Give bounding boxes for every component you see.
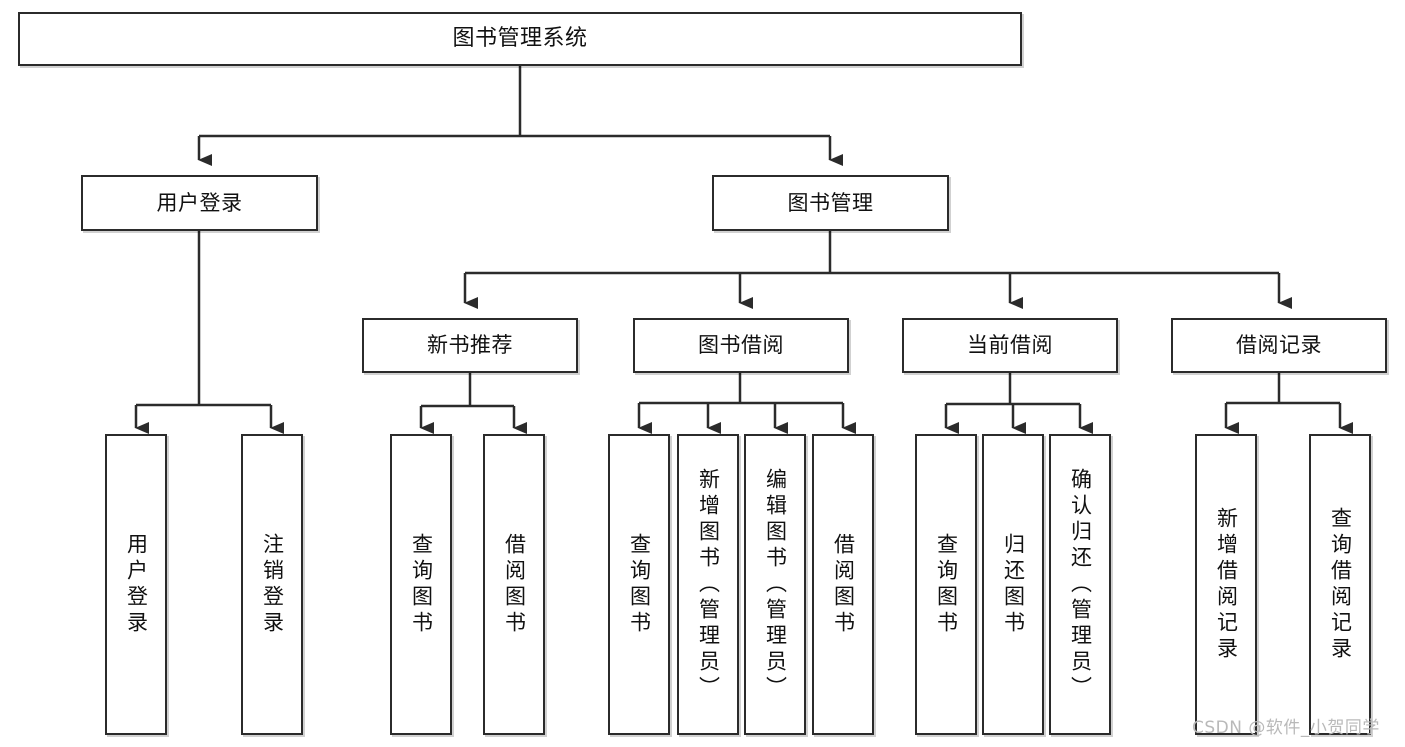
leaf-current-query-book[interactable]: 查询图书 [915, 434, 977, 735]
node-label: 查询图书 [409, 532, 434, 637]
node-label: 用户登录 [124, 532, 149, 637]
leaf-record-query-record[interactable]: 查询借阅记录 [1309, 434, 1371, 735]
node-label: 确认归还（管理员） [1068, 467, 1093, 702]
leaf-user-login-login[interactable]: 用户登录 [105, 434, 167, 735]
node-label: 新增借阅记录 [1214, 506, 1239, 663]
node-label: 图书借阅 [698, 333, 784, 358]
node-label: 查询图书 [934, 532, 959, 637]
node-label: 查询图书 [627, 532, 652, 637]
node-user-login[interactable]: 用户登录 [81, 175, 318, 231]
leaf-borrow-add-book-admin[interactable]: 新增图书（管理员） [677, 434, 739, 735]
leaf-current-return-book[interactable]: 归还图书 [982, 434, 1044, 735]
node-label: 用户登录 [156, 190, 243, 215]
node-book-management[interactable]: 图书管理 [712, 175, 949, 231]
leaf-borrow-borrow-book[interactable]: 借阅图书 [812, 434, 874, 735]
csdn-watermark: CSDN @软件_小贺同学 [1192, 718, 1380, 738]
node-borrow-record[interactable]: 借阅记录 [1171, 318, 1387, 373]
node-label: 借阅记录 [1236, 333, 1322, 358]
node-root-system[interactable]: 图书管理系统 [18, 12, 1022, 66]
node-label: 图书管理系统 [452, 26, 588, 52]
node-label: 借阅图书 [502, 532, 527, 637]
leaf-borrow-edit-book-admin[interactable]: 编辑图书（管理员） [744, 434, 806, 735]
node-label: 当前借阅 [967, 333, 1053, 358]
node-label: 编辑图书（管理员） [763, 467, 788, 702]
leaf-record-add-record[interactable]: 新增借阅记录 [1195, 434, 1257, 735]
leaf-recommend-query-book[interactable]: 查询图书 [390, 434, 452, 735]
node-label: 查询借阅记录 [1328, 506, 1353, 663]
node-label: 新书推荐 [427, 333, 513, 358]
node-book-borrow[interactable]: 图书借阅 [633, 318, 849, 373]
node-new-book-recommend[interactable]: 新书推荐 [362, 318, 578, 373]
node-label: 图书管理 [787, 190, 874, 215]
node-label: 借阅图书 [831, 532, 856, 637]
node-label: 注销登录 [260, 532, 285, 637]
node-label: 新增图书（管理员） [696, 467, 721, 702]
leaf-current-confirm-return-admin[interactable]: 确认归还（管理员） [1049, 434, 1111, 735]
node-label: 归还图书 [1001, 532, 1026, 637]
node-current-borrow[interactable]: 当前借阅 [902, 318, 1118, 373]
leaf-borrow-query-book[interactable]: 查询图书 [608, 434, 670, 735]
leaf-recommend-borrow-book[interactable]: 借阅图书 [483, 434, 545, 735]
leaf-user-login-logout[interactable]: 注销登录 [241, 434, 303, 735]
